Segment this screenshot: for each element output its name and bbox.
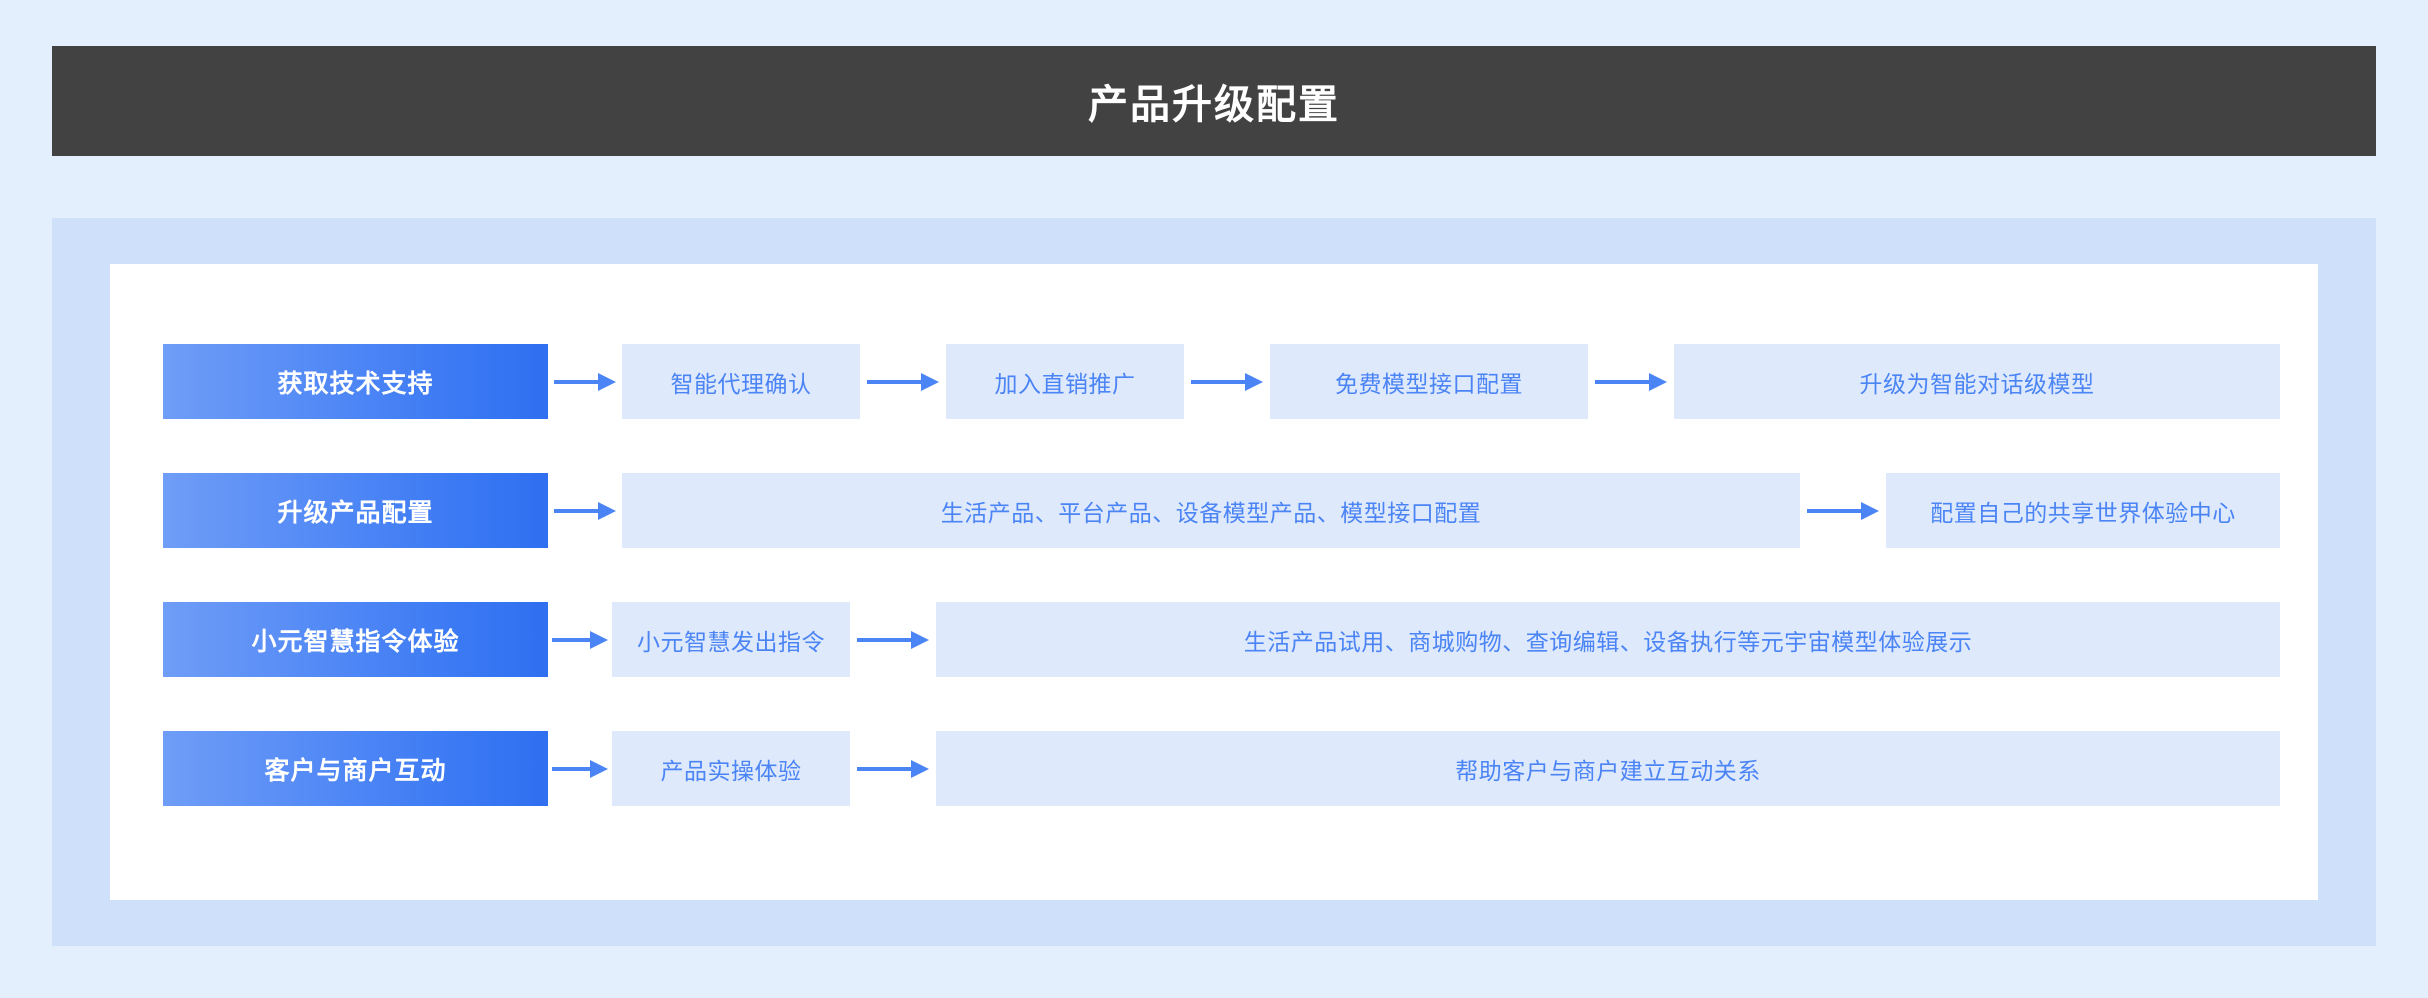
arrow-right-icon bbox=[548, 602, 612, 677]
flow-step-box[interactable]: 加入直销推广 bbox=[946, 344, 1184, 419]
arrow-right-icon bbox=[548, 473, 622, 548]
arrow-right-icon bbox=[850, 731, 936, 806]
page-title: 产品升级配置 bbox=[1088, 83, 1340, 127]
page-header-bar: 产品升级配置 bbox=[52, 46, 2376, 156]
arrow-right-icon bbox=[548, 731, 612, 806]
arrow-right-icon bbox=[548, 344, 622, 419]
flow-row: 客户与商户互动 产品实操体验 帮助客户与商户建立互动关系 bbox=[163, 731, 2280, 806]
flow-step-box[interactable]: 免费模型接口配置 bbox=[1270, 344, 1588, 419]
flow-row-label[interactable]: 获取技术支持 bbox=[163, 344, 548, 419]
flow-step-box[interactable]: 帮助客户与商户建立互动关系 bbox=[936, 731, 2280, 806]
flow-row: 升级产品配置 生活产品、平台产品、设备模型产品、模型接口配置 配置自己的共享世界… bbox=[163, 473, 2280, 548]
flow-step-box[interactable]: 配置自己的共享世界体验中心 bbox=[1886, 473, 2280, 548]
arrow-right-icon bbox=[850, 602, 936, 677]
flow-row-label[interactable]: 小元智慧指令体验 bbox=[163, 602, 548, 677]
arrow-right-icon bbox=[1184, 344, 1270, 419]
flow-step-box[interactable]: 小元智慧发出指令 bbox=[612, 602, 850, 677]
flow-step-box[interactable]: 生活产品、平台产品、设备模型产品、模型接口配置 bbox=[622, 473, 1800, 548]
flow-row: 获取技术支持 智能代理确认 加入直销推广 免费模型接口配置 bbox=[163, 344, 2280, 419]
flow-row-label[interactable]: 升级产品配置 bbox=[163, 473, 548, 548]
flow-diagram: 获取技术支持 智能代理确认 加入直销推广 免费模型接口配置 bbox=[163, 344, 2280, 806]
arrow-right-icon bbox=[1588, 344, 1674, 419]
flow-step-box[interactable]: 产品实操体验 bbox=[612, 731, 850, 806]
flow-step-box[interactable]: 智能代理确认 bbox=[622, 344, 860, 419]
flow-step-box[interactable]: 生活产品试用、商城购物、查询编辑、设备执行等元宇宙模型体验展示 bbox=[936, 602, 2280, 677]
arrow-right-icon bbox=[1800, 473, 1886, 548]
flow-step-box[interactable]: 升级为智能对话级模型 bbox=[1674, 344, 2280, 419]
arrow-right-icon bbox=[860, 344, 946, 419]
flow-row-label[interactable]: 客户与商户互动 bbox=[163, 731, 548, 806]
flow-row: 小元智慧指令体验 小元智慧发出指令 生活产品试用、商城购物、查询编辑、设备执行等… bbox=[163, 602, 2280, 677]
